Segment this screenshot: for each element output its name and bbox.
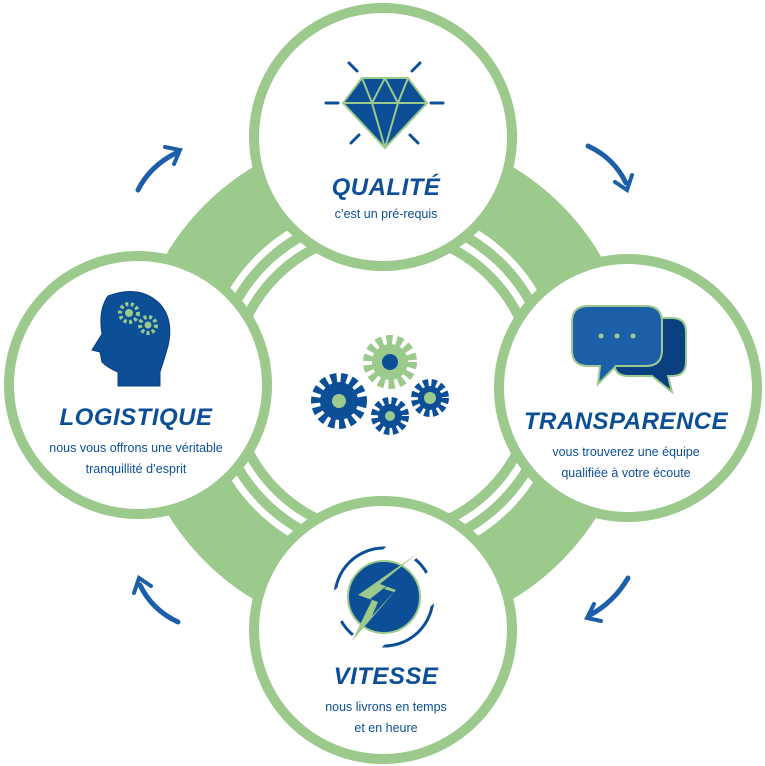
gear-blue-left (311, 373, 367, 429)
gear-blue-right (411, 379, 449, 417)
lightning-clock-icon (321, 536, 447, 658)
node-transparence-description-line2: qualifiée à votre écoute (561, 466, 691, 480)
arrow-bottom-right-icon (584, 575, 631, 623)
cycle-arrows (132, 143, 634, 625)
diamond-icon (324, 61, 445, 150)
head-gears-icon (91, 291, 171, 387)
node-logistique-description-line1: nous vous offrons une véritable (49, 441, 223, 455)
node-logistique: LOGISTIQUE nous vous offrons une véritab… (16, 404, 256, 480)
node-vitesse: VITESSE nous livrons en temps et en heur… (266, 663, 506, 739)
gears-icon (311, 335, 449, 435)
node-qualite-title: QUALITÉ (331, 174, 441, 201)
node-vitesse-title: VITESSE (333, 663, 439, 690)
node-qualite: QUALITÉ c’est un pré-requis (266, 174, 506, 225)
node-vitesse-description: nous livrons en temps et en heure (266, 697, 506, 739)
arrow-top-right-icon (585, 143, 634, 194)
arrow-bottom-left-icon (132, 574, 181, 625)
gear-green-top (363, 335, 417, 389)
node-logistique-description: nous vous offrons une véritable tranquil… (16, 438, 256, 480)
node-transparence: TRANSPARENCE vous trouverez une équipe q… (506, 408, 746, 484)
node-transparence-description-line1: vous trouverez une équipe (552, 445, 700, 459)
node-vitesse-description-line2: et en heure (354, 721, 418, 735)
gear-blue-bottom (371, 397, 409, 435)
node-transparence-title: TRANSPARENCE (523, 408, 729, 435)
node-logistique-description-line2: tranquillité d’esprit (85, 462, 187, 476)
node-vitesse-description-line1: nous livrons en temps (325, 700, 447, 714)
arrow-top-left-icon (135, 145, 183, 193)
chat-bubbles-icon (571, 305, 687, 395)
node-qualite-description: c’est un pré-requis (334, 207, 438, 221)
node-logistique-title: LOGISTIQUE (59, 404, 213, 431)
node-transparence-description: vous trouverez une équipe qualifiée à vo… (506, 442, 746, 484)
node-right-circle (494, 254, 762, 522)
